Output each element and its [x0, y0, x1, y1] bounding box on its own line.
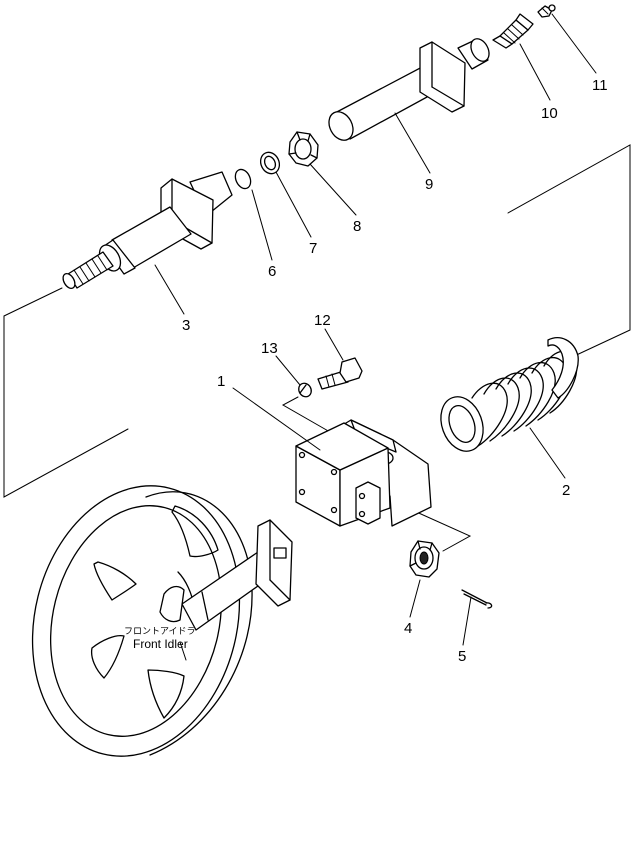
part-7-washer: [259, 151, 281, 175]
callout-11: 11: [592, 77, 608, 94]
callout-12: 12: [314, 312, 331, 329]
part-10-valve: [492, 13, 534, 49]
part-4-castle-nut: [409, 540, 440, 578]
caption-english: Front Idler: [133, 637, 188, 651]
callout-1: 1: [217, 373, 225, 390]
callout-6: 6: [268, 263, 276, 280]
callout-10: 10: [541, 105, 558, 122]
callout-2: 2: [562, 482, 570, 499]
part-5-cotter-pin: [461, 589, 493, 609]
part-3-rod: [62, 171, 233, 290]
callout-8: 8: [353, 218, 361, 235]
callout-4: 4: [404, 620, 412, 637]
part-1-yoke: [295, 419, 432, 527]
part-13-lock-washer: [298, 382, 312, 398]
callout-5: 5: [458, 648, 466, 665]
part-12-bolt: [317, 357, 363, 390]
part-6-o-ring: [234, 168, 252, 190]
callout-3: 3: [182, 317, 190, 334]
part-11-grease-fitting: [537, 4, 556, 18]
part-9-cylinder: [328, 38, 490, 141]
callout-13: 13: [261, 340, 278, 357]
front-idler-caption: フロントアイドラ Front Idler: [124, 626, 196, 651]
leader-lines: [154, 13, 597, 661]
part-2-spring: [440, 337, 579, 452]
callout-9: 9: [425, 176, 433, 193]
assembly-lines: [3, 144, 631, 552]
callout-labels: 1 2 3 4 5 6 7 8 9 10 11 12 13: [182, 77, 608, 665]
caption-japanese: フロントアイドラ: [124, 626, 196, 636]
front-idler: [31, 485, 293, 757]
callout-7: 7: [309, 240, 317, 257]
part-8-nut: [288, 131, 319, 167]
